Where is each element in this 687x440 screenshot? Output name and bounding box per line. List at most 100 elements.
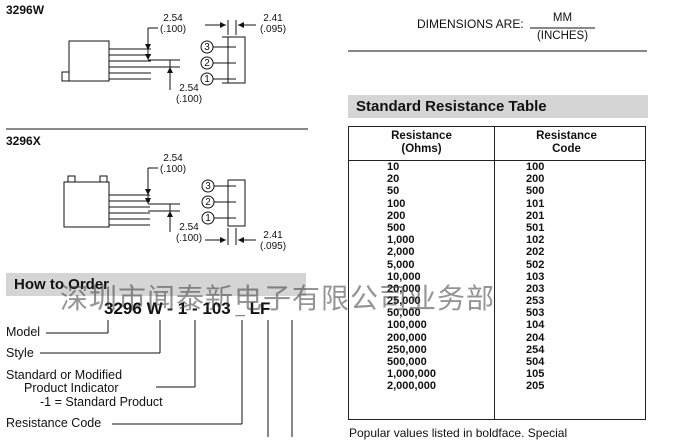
column-divider [494, 127, 495, 419]
x-dim-bottom-mm: 2.54 [179, 222, 199, 233]
table-footnote: Popular values listed in boldface. Speci… [349, 426, 568, 440]
label-indicator-1: Standard or Modified [6, 368, 123, 382]
table-cell-code: 204 [526, 331, 545, 344]
table-cell-ohms: 10 [387, 161, 400, 173]
w-pin-2: 2 [204, 58, 210, 69]
x-body [63, 181, 110, 228]
code-blank: _ [235, 299, 245, 318]
table-cell-code: 200 [526, 173, 545, 186]
table-cell-code: 504 [526, 356, 545, 368]
w-side-view [227, 36, 246, 84]
w-dim-side: 2.41 (.095) [258, 13, 288, 35]
label-indicator-3: -1 = Standard Product [40, 395, 163, 409]
label-resistance-code: Resistance Code [6, 416, 102, 430]
table-cell-ohms: 1,000 [387, 234, 415, 247]
table-cell-code: 254 [526, 343, 545, 356]
table-cell-code: 203 [526, 282, 545, 295]
table-cell-ohms: 50,000 [387, 307, 421, 320]
w-dim-top-mm: 2.54 [163, 13, 183, 24]
table-cell-code: 501 [526, 221, 545, 234]
code-terminations: LF [249, 299, 271, 318]
header-resistance-ohms-line2: (Ohms) [401, 143, 442, 155]
table-cell-ohms: 200 [387, 209, 406, 222]
w-body [68, 40, 110, 82]
table-cell-ohms: 100,000 [387, 319, 427, 332]
w-dim-side-mm: 2.41 [263, 13, 283, 24]
w-dim-bottom: 2.54 (.100) [174, 83, 204, 105]
table-cell-code: 101 [526, 197, 545, 210]
x-dim-side-in: (.095) [259, 241, 287, 252]
diagram-label-3296w: 3296W [6, 3, 45, 17]
table-cell-code: 503 [526, 307, 545, 320]
unit-mm: MM [552, 12, 573, 24]
table-cell-ohms: 20,000 [387, 282, 421, 295]
x-dim-side: 2.41 (.095) [258, 230, 288, 252]
table-cell-ohms: 500,000 [387, 356, 427, 368]
table-cell-ohms: 2,000 [387, 246, 415, 259]
w-dim-top-in: (.100) [159, 24, 187, 35]
code-dash-1: - [167, 299, 174, 318]
x-side-view [227, 179, 246, 227]
x-dim-top-mm: 2.54 [163, 153, 183, 164]
x-dim-side-mm: 2.41 [263, 230, 283, 241]
x-pin-1: 1 [205, 213, 211, 224]
code-indicator: 1 [177, 299, 188, 318]
x-dim-bottom: 2.54 (.100) [174, 222, 204, 244]
table-cell-code: 502 [526, 258, 545, 271]
header-resistance-ohms-line1: Resistance [391, 130, 452, 142]
table-cell-code: 205 [526, 380, 545, 393]
table-cell-code: 102 [526, 234, 545, 247]
code-resistance: 103 [202, 299, 231, 318]
header-resistance-ohms: Resistance (Ohms) [349, 130, 494, 156]
table-cell-ohms: 5,000 [387, 258, 415, 271]
diagram-label-3296x: 3296X [6, 134, 41, 148]
how-to-order-title: How to Order [6, 273, 306, 296]
table-cell-code: 104 [526, 319, 545, 332]
label-model: Model [6, 325, 41, 339]
table-cell-ohms: 25,000 [387, 295, 421, 308]
table-cell-ohms: 50 [387, 185, 400, 198]
x-pin-3: 3 [205, 181, 211, 192]
table-cell-code: 500 [526, 185, 545, 198]
x-pin-2: 2 [205, 197, 211, 208]
table-cell-ohms: 1,000,000 [387, 368, 436, 381]
order-code: 3296 W - 1 - 103 _ LF [104, 299, 270, 319]
table-cell-ohms: 200,000 [387, 331, 427, 344]
w-adjust-screw [61, 71, 70, 82]
table-cell-code: 105 [526, 368, 545, 381]
w-dim-top: 2.54 (.100) [158, 13, 188, 35]
table-cell-ohms: 500 [387, 221, 406, 234]
label-style: Style [6, 346, 34, 360]
table-cell-ohms: 100 [387, 197, 406, 210]
dimensions-label: DIMENSIONS ARE: [417, 17, 524, 31]
w-pin-3: 3 [204, 42, 210, 53]
table-cell-code: 253 [526, 295, 545, 308]
table-cell-code: 202 [526, 246, 545, 259]
table-cell-ohms: 2,000,000 [387, 380, 436, 393]
code-dash-2: - [191, 299, 198, 318]
header-resistance-code-line2: Code [552, 143, 581, 155]
code-model: 3296 [104, 299, 142, 318]
table-cell-ohms: 10,000 [387, 270, 421, 283]
w-dim-bottom-mm: 2.54 [179, 83, 199, 94]
header-resistance-code-line1: Resistance [536, 130, 597, 142]
w-pin-1: 1 [204, 74, 210, 85]
table-cell-ohms: 250,000 [387, 343, 427, 356]
table-cell-code: 100 [526, 161, 545, 173]
table-cell-code: 201 [526, 209, 545, 222]
header-divider [349, 160, 645, 161]
table-cell-ohms: 20 [387, 173, 400, 186]
watermark-text: 深圳市闻泰新电子有限公司业务部 [60, 282, 496, 315]
table-cell-code: 103 [526, 270, 545, 283]
w-dim-side-in: (.095) [259, 24, 287, 35]
unit-inches: (INCHES) [536, 30, 589, 42]
resistance-table-title: Standard Resistance Table [348, 95, 648, 118]
code-style: W [146, 299, 163, 318]
header-resistance-code: Resistance Code [494, 130, 639, 156]
x-dim-top-in: (.100) [159, 164, 187, 175]
x-dim-top: 2.54 (.100) [158, 153, 188, 175]
